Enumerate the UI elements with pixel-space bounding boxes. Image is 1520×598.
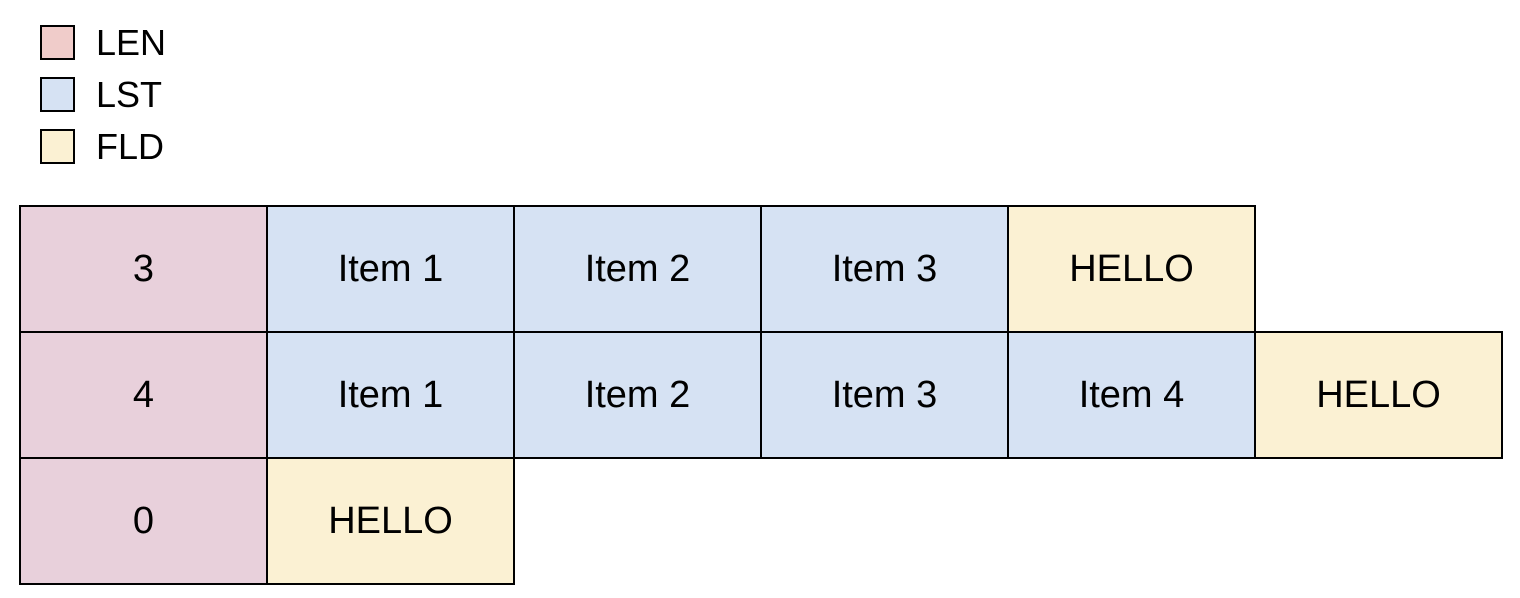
legend-item-fld: FLD xyxy=(40,125,166,167)
len-color-swatch xyxy=(40,25,75,60)
cell-fld: HELLO xyxy=(1007,205,1256,333)
cell-len: 0 xyxy=(19,457,268,585)
cell-lst: Item 4 xyxy=(1007,331,1256,459)
legend-label-lst: LST xyxy=(96,73,163,115)
cell-lst: Item 1 xyxy=(266,331,515,459)
cell-lst: Item 2 xyxy=(513,331,762,459)
cell-lst: Item 1 xyxy=(266,205,515,333)
lst-color-swatch xyxy=(40,77,75,112)
fld-color-swatch xyxy=(40,129,75,164)
legend-label-len: LEN xyxy=(96,21,167,63)
cell-lst: Item 3 xyxy=(760,205,1009,333)
legend: LEN LST FLD xyxy=(40,21,167,181)
cell-len: 4 xyxy=(19,331,268,459)
cell-fld: HELLO xyxy=(266,457,515,585)
cell-lst: Item 3 xyxy=(760,331,1009,459)
legend-item-len: LEN xyxy=(40,21,167,63)
cell-len: 3 xyxy=(19,205,268,333)
cell-lst: Item 2 xyxy=(513,205,762,333)
cell-fld: HELLO xyxy=(1254,331,1503,459)
legend-label-fld: FLD xyxy=(96,125,165,167)
legend-item-lst: LST xyxy=(40,73,166,115)
